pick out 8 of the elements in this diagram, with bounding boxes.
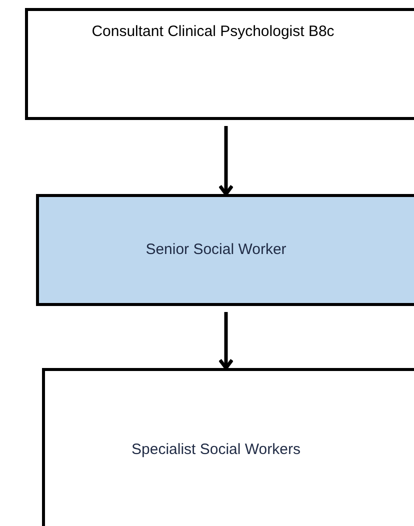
arrow xyxy=(218,312,234,370)
box-label: Senior Social Worker xyxy=(144,240,288,260)
process-box xyxy=(25,8,414,120)
arrow xyxy=(218,126,234,196)
process-box xyxy=(42,368,414,526)
process-box xyxy=(36,194,414,306)
box-label: Consultant Clinical Psychologist B8c xyxy=(90,22,336,42)
box-label: Specialist Social Workers xyxy=(130,440,302,460)
